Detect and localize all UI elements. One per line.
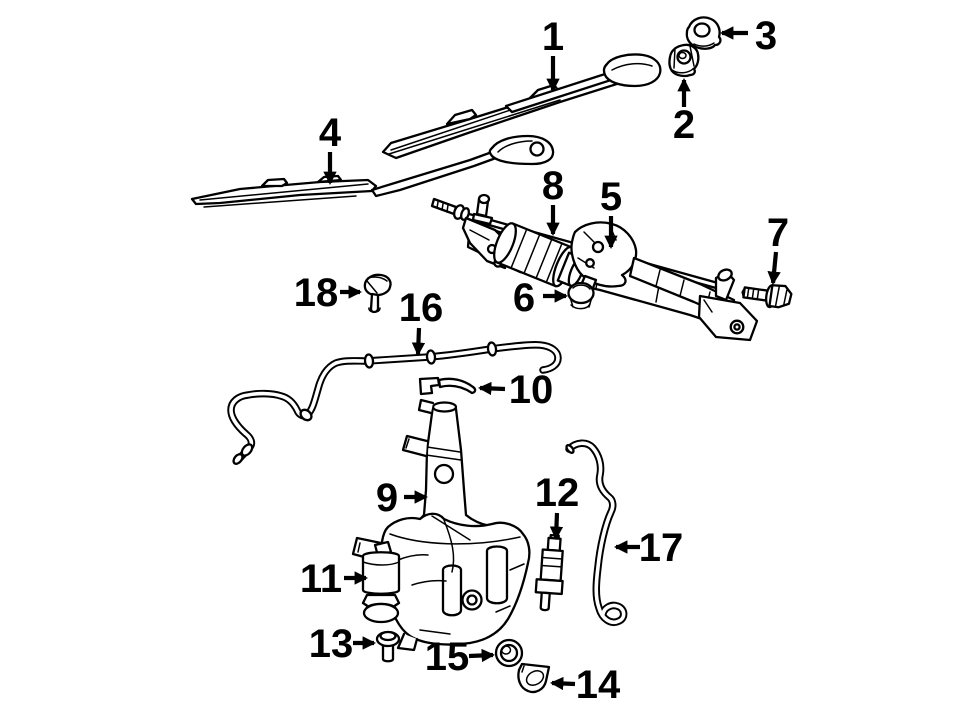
callout-number-2: 2: [673, 103, 695, 147]
callout-number-4: 4: [319, 111, 342, 155]
callout-number-10: 10: [509, 368, 554, 412]
wiper-motor: [493, 222, 586, 288]
reservoir-cap: [517, 662, 551, 694]
callout-14: 14: [549, 663, 621, 707]
callout-arrow-16: [411, 327, 426, 357]
callout-1: 1: [542, 15, 564, 93]
pivot-cap: [685, 16, 722, 50]
wiper-blade-front: [381, 53, 662, 160]
hose-connector: [418, 376, 477, 396]
callout-number-7: 7: [767, 211, 789, 255]
callout-arrow-15: [468, 648, 496, 663]
callout-arrow-10: [477, 381, 506, 396]
callout-5: 5: [600, 175, 622, 250]
callout-number-9: 9: [376, 476, 398, 520]
callout-number-3: 3: [755, 14, 777, 58]
wiper-arm-nut: [668, 43, 700, 78]
callout-2: 2: [673, 77, 695, 147]
mounting-bolt: [741, 284, 793, 309]
callout-11: 11: [300, 557, 369, 601]
callout-6: 6: [513, 276, 569, 320]
callout-number-6: 6: [513, 276, 535, 320]
callout-number-13: 13: [309, 622, 354, 666]
fluid-level-sensor: [534, 533, 564, 612]
washer-hose: [227, 341, 562, 465]
callout-number-8: 8: [542, 164, 564, 208]
callout-number-11: 11: [300, 557, 342, 601]
callout-arrow-14: [549, 676, 576, 691]
callout-number-15: 15: [425, 635, 470, 679]
callout-9: 9: [376, 476, 429, 520]
grommet: [494, 638, 524, 668]
callout-12: 12: [535, 471, 580, 541]
washer-reservoir: [351, 398, 531, 652]
callout-13: 13: [309, 622, 377, 666]
callout-number-16: 16: [399, 286, 444, 330]
callout-15: 15: [425, 635, 496, 679]
filler-hose: [565, 439, 628, 626]
linkage-ball-stud: [567, 281, 595, 310]
callout-number-18: 18: [294, 271, 339, 315]
callout-3: 3: [719, 14, 777, 58]
callout-16: 16: [399, 286, 444, 357]
callout-number-5: 5: [600, 175, 622, 219]
retainer-clip: [363, 273, 392, 314]
callout-7: 7: [767, 211, 789, 286]
callout-10: 10: [477, 368, 554, 412]
washer-pump: [361, 540, 401, 624]
callout-8: 8: [542, 164, 564, 237]
callout-number-14: 14: [576, 663, 621, 707]
callout-arrow-12: [549, 512, 564, 541]
callout-number-1: 1: [542, 15, 564, 59]
callout-arrow-7: [767, 251, 781, 286]
screw: [375, 630, 401, 663]
callout-4: 4: [319, 111, 342, 186]
callout-number-12: 12: [535, 471, 580, 515]
callout-18: 18: [294, 271, 363, 315]
callout-17: 17: [613, 526, 684, 570]
wiper-linkage-and-motor: [430, 193, 759, 342]
callout-number-17: 17: [639, 526, 684, 570]
wiper-blade-rear: [190, 134, 555, 208]
